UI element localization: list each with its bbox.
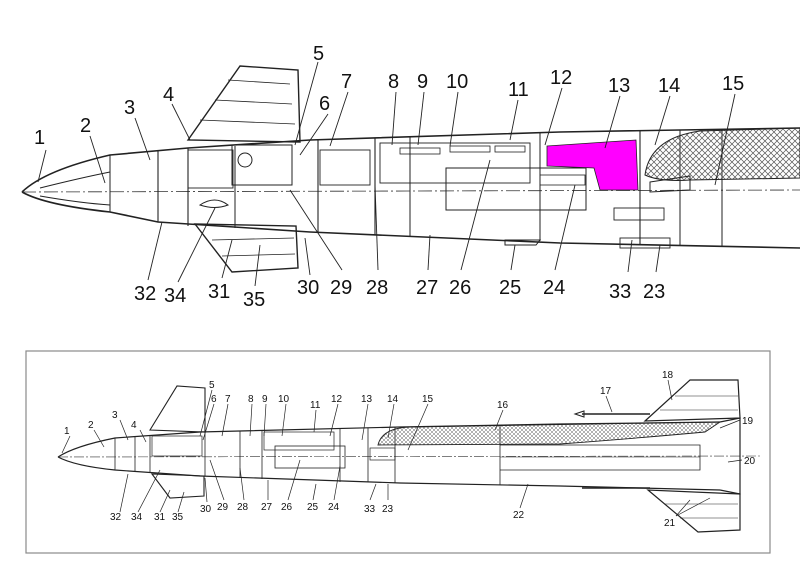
detail-callout-6: 6: [319, 93, 330, 115]
detail-callout-11: 11: [508, 79, 529, 101]
full-motor-grain: [377, 421, 722, 446]
full-callout-7: 7: [225, 394, 231, 405]
full-callout-30: 30: [200, 504, 212, 515]
full-callout-25: 25: [307, 502, 319, 513]
detail-callouts: 1 2 3 4 5 6 7 8 9 10 11 12 13 14 15 32 3…: [34, 43, 744, 311]
detail-callout-28: 28: [366, 277, 388, 299]
full-callout-17: 17: [600, 386, 612, 397]
detail-callout-4: 4: [163, 84, 174, 106]
detail-callout-24: 24: [543, 277, 565, 299]
detail-warhead: [644, 127, 800, 181]
full-callout-3: 3: [112, 410, 118, 421]
detail-callout-31: 31: [208, 281, 230, 303]
full-callout-10: 10: [278, 394, 290, 405]
detail-callout-7: 7: [341, 71, 352, 93]
detail-callout-35: 35: [243, 289, 265, 311]
full-callout-5: 5: [209, 380, 215, 391]
detail-callout-33: 33: [609, 281, 631, 303]
detail-callout-13: 13: [608, 75, 630, 97]
full-callout-28: 28: [237, 502, 249, 513]
detail-callout-26: 26: [449, 277, 471, 299]
full-body-outline: [57, 421, 721, 491]
full-callout-23: 23: [382, 504, 394, 515]
detail-callout-32: 32: [134, 283, 156, 305]
full-callout-21: 21: [664, 518, 676, 529]
full-callout-20: 20: [744, 456, 756, 467]
full-callout-24: 24: [328, 502, 340, 513]
detail-callout-14: 14: [658, 75, 680, 97]
detail-centerline: [21, 189, 800, 193]
full-callout-1: 1: [64, 426, 70, 437]
full-front-lower-fin: [150, 473, 205, 499]
full-callout-31: 31: [154, 512, 166, 523]
detail-callout-9: 9: [417, 71, 428, 93]
detail-callout-10: 10: [446, 71, 468, 93]
detail-callout-25: 25: [499, 277, 521, 299]
detail-callout-12: 12: [550, 67, 572, 89]
full-front-upper-fin: [149, 385, 206, 433]
detail-callout-2: 2: [80, 115, 91, 137]
full-callout-11: 11: [310, 400, 321, 411]
full-view: 1 2 3 4 5 6 7 8 9 10 11 12 13 14 15 16 1…: [25, 350, 771, 554]
full-callout-22: 22: [513, 510, 525, 521]
full-callout-15: 15: [422, 394, 434, 405]
full-callout-2: 2: [88, 420, 94, 431]
detail-view: 1 2 3 4 5 6 7 8 9 10 11 12 13 14 15 32 3…: [21, 43, 800, 311]
full-callout-6: 6: [211, 394, 217, 405]
full-callout-4: 4: [131, 420, 137, 431]
detail-callout-1: 1: [34, 127, 45, 149]
detail-leader-lines: [37, 61, 736, 287]
full-callout-26: 26: [281, 502, 293, 513]
detail-callout-34: 34: [164, 285, 186, 307]
full-callout-34: 34: [131, 512, 143, 523]
detail-body-outline: [21, 127, 800, 249]
full-callout-29: 29: [217, 502, 229, 513]
full-callout-33: 33: [364, 504, 376, 515]
full-centerline: [57, 455, 761, 458]
detail-lower-fin: [193, 223, 299, 273]
full-callout-14: 14: [387, 394, 399, 405]
full-callout-27: 27: [261, 502, 273, 513]
full-callout-18: 18: [662, 370, 674, 381]
full-callout-8: 8: [248, 394, 254, 405]
full-callout-19: 19: [742, 416, 754, 427]
full-callout-12: 12: [331, 394, 343, 405]
full-callout-9: 9: [262, 394, 268, 405]
full-leader-lines: [61, 379, 743, 517]
full-tail-upper-fin: [643, 379, 741, 422]
full-callout-16: 16: [497, 400, 509, 411]
full-callout-13: 13: [361, 394, 373, 405]
detail-callout-29: 29: [330, 277, 352, 299]
detail-callout-15: 15: [722, 73, 744, 95]
full-callout-35: 35: [172, 512, 184, 523]
full-callout-32: 32: [110, 512, 122, 523]
detail-callout-30: 30: [297, 277, 319, 299]
detail-nose-cone: [39, 171, 111, 206]
highlighted-part-13: [546, 139, 639, 191]
detail-callout-27: 27: [416, 277, 438, 299]
detail-upper-fin: [186, 65, 301, 143]
full-callouts: 1 2 3 4 5 6 7 8 9 10 11 12 13 14 15 16 1…: [64, 370, 756, 529]
detail-callout-23: 23: [643, 281, 665, 303]
detail-callout-5: 5: [313, 43, 324, 65]
detail-callout-8: 8: [388, 71, 399, 93]
detail-callout-3: 3: [124, 97, 135, 119]
